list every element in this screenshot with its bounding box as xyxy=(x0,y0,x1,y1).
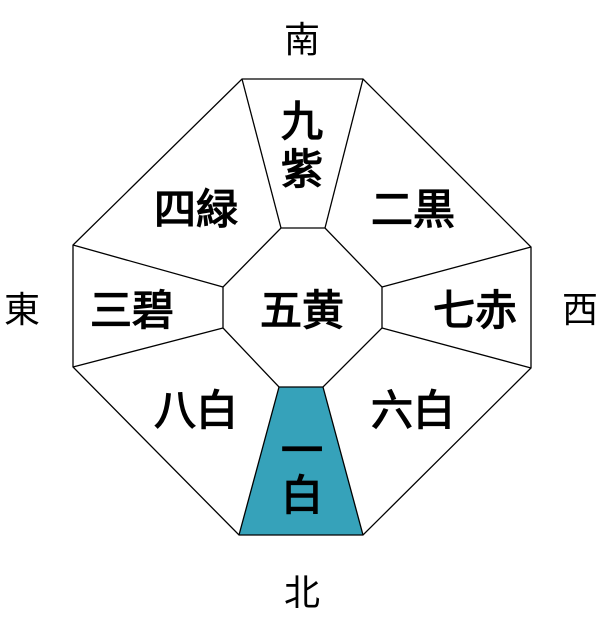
star-southwest: 二黒 xyxy=(371,185,455,234)
star-south-1: 九 xyxy=(281,97,323,146)
star-northwest: 六白 xyxy=(371,386,455,435)
sector-dividers xyxy=(72,78,532,536)
north-sector-highlight xyxy=(239,387,363,535)
star-center: 五黄 xyxy=(260,286,344,335)
direction-south: 南 xyxy=(284,20,320,61)
star-west: 七赤 xyxy=(433,286,517,335)
star-north-1: 一 xyxy=(281,426,323,475)
star-southeast: 四緑 xyxy=(154,185,239,234)
star-north-2: 白 xyxy=(281,471,323,520)
star-northeast: 八白 xyxy=(154,386,238,435)
star-east: 三碧 xyxy=(90,286,174,335)
star-south-2: 紫 xyxy=(281,145,323,194)
direction-north: 北 xyxy=(284,573,320,614)
direction-west: 西 xyxy=(562,290,598,331)
direction-east: 東 xyxy=(4,290,40,331)
